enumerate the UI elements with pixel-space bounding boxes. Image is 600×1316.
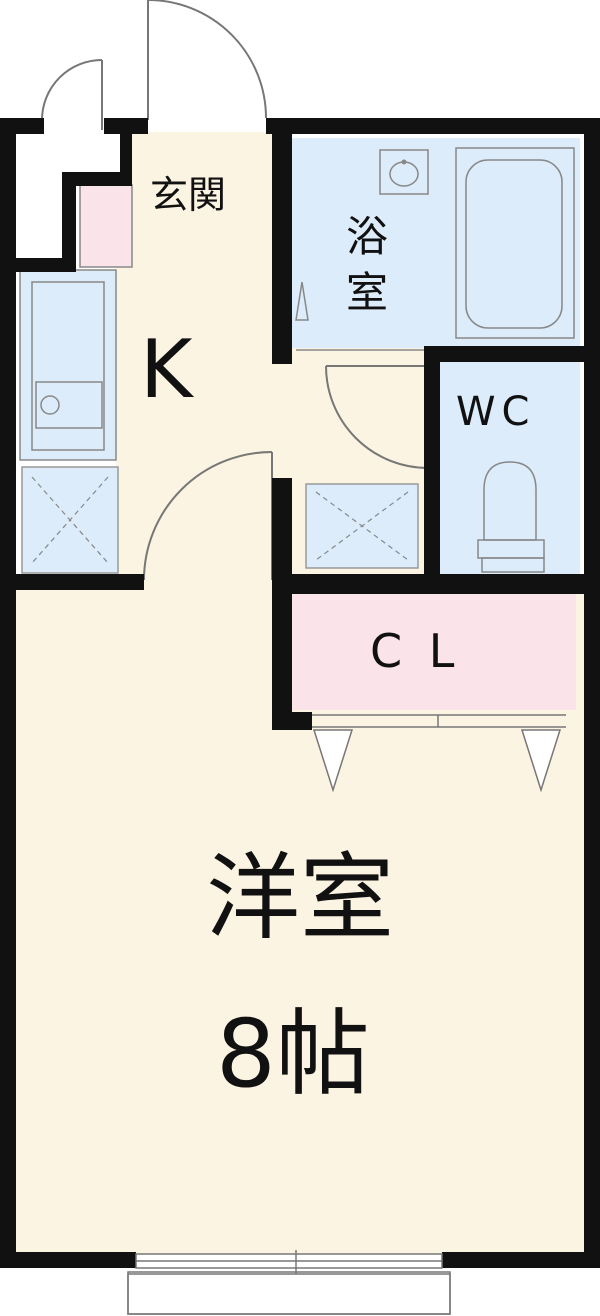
bathroom-label-line2: 室 (346, 268, 389, 317)
genkan-floor (132, 132, 272, 265)
bathtub-icon (455, 147, 575, 339)
kitchen-sink-icon (31, 281, 105, 451)
bathroom-label-line1: 浴 (346, 212, 389, 261)
closet-doors (312, 714, 566, 793)
wc-floor (440, 360, 580, 578)
entry-door-swing (41, 0, 267, 130)
walls (0, 118, 600, 1268)
balcony-window (127, 1250, 451, 1315)
storage-box-hall (305, 483, 419, 569)
bathroom-floor (290, 138, 580, 348)
entry-porch-lower (20, 170, 60, 256)
wc-door-swing (325, 365, 429, 469)
closet-label: C L (370, 624, 461, 678)
toilet-icon (477, 461, 545, 573)
entrance-step (79, 184, 133, 268)
entry-porch (20, 136, 118, 172)
bathroom-folding-door (295, 281, 428, 351)
kitchen-floor (116, 265, 284, 590)
wash-basin-icon (379, 149, 429, 195)
kitchen-counter (19, 269, 117, 461)
western-room-label: 洋室 (206, 844, 395, 953)
wc-label: WC (456, 389, 536, 435)
genkan-label: 玄関 (150, 173, 227, 217)
western-room-size-label: 8帖 (216, 1000, 370, 1109)
kitchen-label: K (140, 323, 193, 416)
closet-floor (292, 592, 576, 710)
balcony (127, 1271, 451, 1315)
storage-box-kitchen (21, 466, 119, 574)
